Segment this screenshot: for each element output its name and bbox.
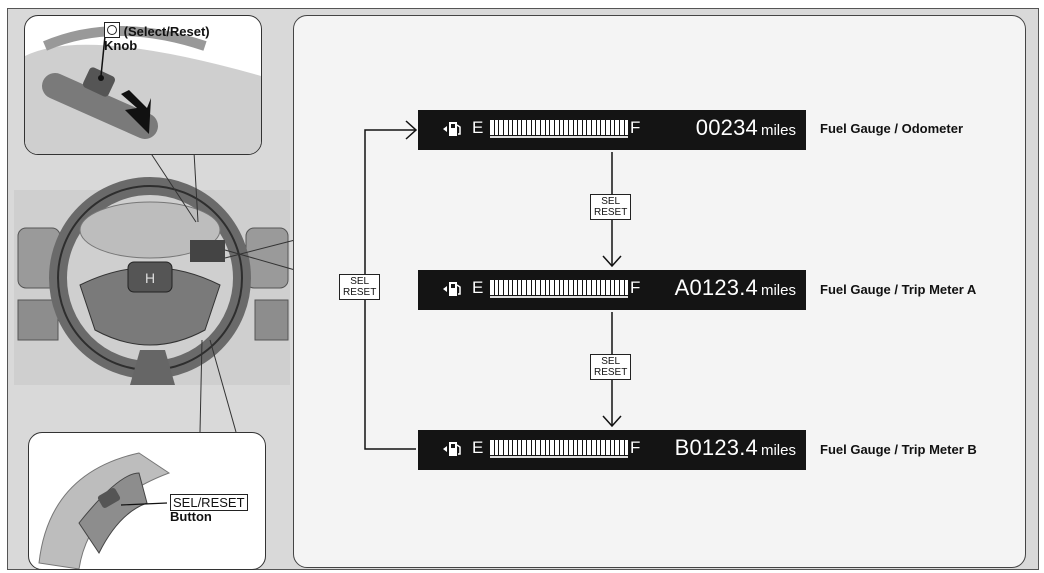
gauge-empty-label: E xyxy=(472,278,484,297)
fuel-pump-icon xyxy=(443,122,461,136)
gauge-full-label: F xyxy=(630,118,641,137)
fuel-gauge-bars xyxy=(490,280,629,295)
gauge-empty-label: E xyxy=(472,438,484,457)
sel-reset-boxed-label: SEL/RESET xyxy=(170,494,248,511)
fuel-gauge-bars xyxy=(490,440,629,455)
select-reset-knob-icon xyxy=(104,22,120,38)
fuel-gauge-bars xyxy=(490,120,629,135)
knob-label-line2: Knob xyxy=(104,38,138,53)
fuel-pump-icon xyxy=(443,282,461,296)
knob-label-line1: (Select/Reset) xyxy=(123,24,210,39)
gauge-full-label: F xyxy=(630,438,641,457)
button-callout-label: SEL/RESET Button xyxy=(170,494,248,524)
caption-trip-a: Fuel Gauge / Trip Meter A xyxy=(820,282,977,297)
fuel-pump-icon xyxy=(443,442,461,456)
gauge-full-label: F xyxy=(630,278,641,297)
knob-closeup-illustration xyxy=(25,26,261,154)
gauge-empty-label: E xyxy=(472,118,484,137)
svg-text:H: H xyxy=(145,270,155,286)
knob-callout-label: (Select/Reset) Knob xyxy=(104,22,210,53)
knob-inset xyxy=(24,15,262,155)
caption-trip-b: Fuel Gauge / Trip Meter B xyxy=(820,442,977,457)
button-label-line2: Button xyxy=(170,509,212,524)
button-closeup-illustration xyxy=(38,452,171,569)
caption-odometer: Fuel Gauge / Odometer xyxy=(820,121,964,136)
